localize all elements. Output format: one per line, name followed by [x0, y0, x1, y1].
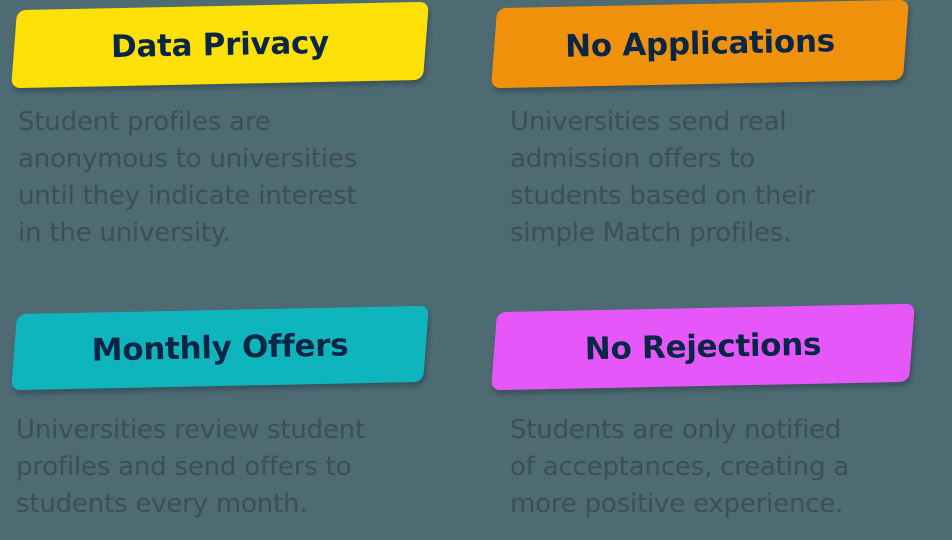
banner-wrap-monthly-offers: Monthly Offers	[0, 270, 476, 391]
feature-card-data-privacy: Data Privacy Student profiles are anonym…	[0, 0, 476, 270]
feature-card-no-applications: No Applications Universities send real a…	[476, 0, 952, 270]
feature-title-monthly-offers: Monthly Offers	[91, 327, 349, 369]
feature-title-no-rejections: No Rejections	[584, 326, 822, 368]
feature-card-no-rejections: No Rejections Students are only notified…	[476, 270, 952, 540]
feature-body-monthly-offers: Universities review student profiles and…	[16, 415, 366, 519]
banner-wrap-data-privacy: Data Privacy	[0, 0, 476, 100]
feature-title-data-privacy: Data Privacy	[110, 24, 330, 66]
banner-wrap-no-applications: No Applications	[476, 0, 952, 100]
feature-body-no-rejections: Students are only notified of acceptance…	[510, 415, 850, 519]
feature-body-data-privacy: Student profiles are anonymous to univer…	[18, 107, 358, 248]
feature-card-monthly-offers: Monthly Offers Universities review stude…	[0, 270, 476, 540]
feature-title-no-applications: No Applications	[564, 23, 836, 65]
feature-body-no-applications: Universities send real admission offers …	[510, 107, 815, 248]
banner-wrap-no-rejections: No Rejections	[476, 270, 952, 391]
